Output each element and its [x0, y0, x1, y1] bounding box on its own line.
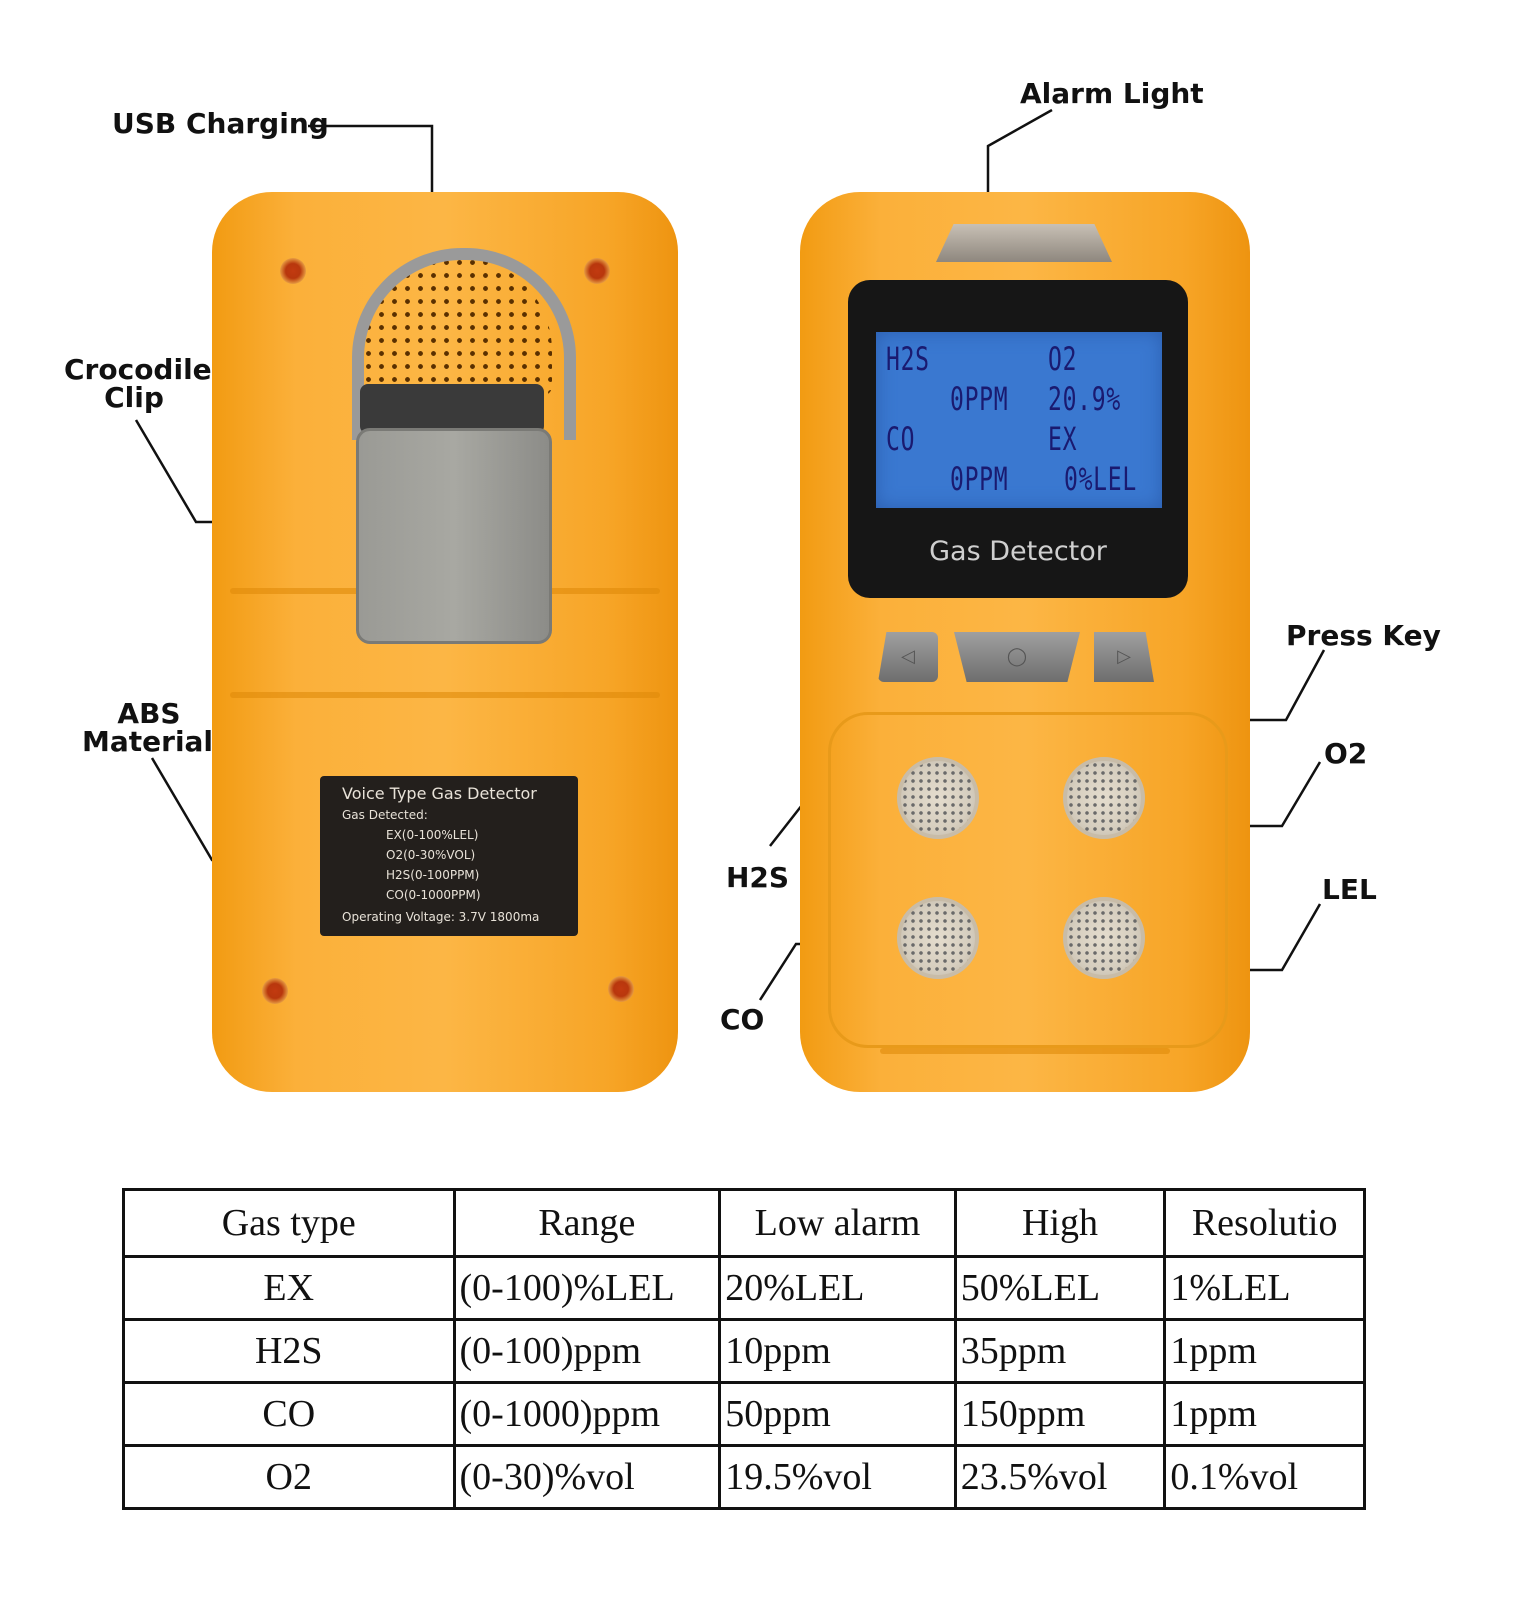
- label-title: Voice Type Gas Detector: [342, 784, 537, 803]
- table-header-row: Gas type Range Low alarm High Resolutio: [122, 1188, 1366, 1258]
- callout-abs-line1: ABS: [117, 697, 181, 730]
- lcd-co-value: 0PPM: [950, 460, 1009, 498]
- screw-icon: [280, 258, 306, 284]
- callout-crocodile-clip: Crocodile Clip: [64, 353, 212, 414]
- table-row: CO (0-1000)ppm 50ppm 150ppm 1ppm: [122, 1381, 1366, 1447]
- table-cell: EX: [122, 1255, 456, 1321]
- table-cell: (0-100)%LEL: [452, 1255, 722, 1321]
- sensor-h2s: [897, 757, 979, 839]
- screen-bezel: H2S O2 0PPM 20.9% CO EX 0PPM 0%LEL Gas D…: [848, 280, 1188, 598]
- col-header: Range: [452, 1188, 722, 1258]
- table-cell: 20%LEL: [718, 1255, 957, 1321]
- table-cell: (0-1000)ppm: [452, 1381, 722, 1447]
- table-cell: CO: [122, 1381, 456, 1447]
- label-line: H2S(0-100PPM): [386, 868, 480, 882]
- callout-usb-charging: USB Charging: [112, 107, 329, 140]
- label-line: CO(0-1000PPM): [386, 888, 481, 902]
- table-cell: 50ppm: [718, 1381, 957, 1447]
- table-cell: 35ppm: [953, 1318, 1167, 1384]
- sensor-o2: [1063, 757, 1145, 839]
- alarm-light: [936, 224, 1112, 262]
- lcd-ex-label: EX: [1048, 420, 1078, 458]
- lcd-co-label: CO: [886, 420, 916, 458]
- lcd-ex-value: 0%LEL: [1064, 460, 1137, 498]
- label-line: O2(0-30%VOL): [386, 848, 476, 862]
- callout-co: CO: [720, 1003, 765, 1036]
- crocodile-clip[interactable]: [356, 428, 552, 644]
- table-cell: O2: [122, 1444, 456, 1510]
- table-row: EX (0-100)%LEL 20%LEL 50%LEL 1%LEL: [122, 1255, 1366, 1321]
- power-icon: ◯: [1006, 646, 1028, 666]
- table-cell: 0.1%vol: [1163, 1444, 1366, 1510]
- table-row: H2S (0-100)ppm 10ppm 35ppm 1ppm: [122, 1318, 1366, 1384]
- table-cell: H2S: [122, 1318, 456, 1384]
- screw-icon: [584, 258, 610, 284]
- col-header: Low alarm: [718, 1188, 957, 1258]
- label-gas-detected: Gas Detected:: [342, 808, 428, 822]
- callout-alarm-light: Alarm Light: [1020, 77, 1204, 110]
- table-cell: 50%LEL: [953, 1255, 1167, 1321]
- lcd-h2s-label: H2S: [886, 340, 930, 378]
- table-cell: 1%LEL: [1163, 1255, 1366, 1321]
- label-voltage: Operating Voltage: 3.7V 1800ma: [342, 910, 540, 924]
- left-key[interactable]: ◁: [878, 632, 938, 682]
- spec-label-plate: Voice Type Gas Detector Gas Detected: EX…: [320, 776, 578, 936]
- sensor-co: [897, 897, 979, 979]
- callout-crocodile-line2: Clip: [104, 381, 164, 414]
- callout-lel: LEL: [1322, 873, 1377, 906]
- detector-back: Voice Type Gas Detector Gas Detected: EX…: [212, 192, 678, 1092]
- table-cell: 19.5%vol: [718, 1444, 957, 1510]
- lcd-o2-label: O2: [1048, 340, 1078, 378]
- body-groove: [880, 1048, 1170, 1054]
- callout-abs-materials: ABS Materials: [82, 697, 230, 758]
- label-line: EX(0-100%LEL): [386, 828, 479, 842]
- right-arrow-icon: ▷: [1117, 646, 1131, 666]
- left-arrow-icon: ◁: [901, 646, 915, 666]
- table-cell: (0-30)%vol: [452, 1444, 722, 1510]
- callout-h2s: H2S: [726, 861, 790, 894]
- lcd-h2s-value: 0PPM: [950, 380, 1009, 418]
- power-key[interactable]: ◯: [954, 632, 1080, 682]
- col-header: High: [953, 1188, 1167, 1258]
- table-cell: (0-100)ppm: [452, 1318, 722, 1384]
- screw-icon: [608, 976, 634, 1002]
- clip-hinge: [360, 384, 544, 434]
- right-key[interactable]: ▷: [1094, 632, 1154, 682]
- col-header: Gas type: [122, 1188, 456, 1258]
- lcd-display: H2S O2 0PPM 20.9% CO EX 0PPM 0%LEL: [876, 332, 1162, 508]
- detector-front: H2S O2 0PPM 20.9% CO EX 0PPM 0%LEL Gas D…: [800, 192, 1250, 1092]
- table-cell: 23.5%vol: [953, 1444, 1167, 1510]
- table-cell: 10ppm: [718, 1318, 957, 1384]
- callout-abs-line2: Materials: [82, 725, 230, 758]
- sensor-panel: [828, 712, 1228, 1048]
- table-cell: 150ppm: [953, 1381, 1167, 1447]
- sensor-lel: [1063, 897, 1145, 979]
- spec-table: Gas type Range Low alarm High Resolutio …: [122, 1188, 1366, 1510]
- body-groove: [230, 692, 660, 698]
- callout-o2: O2: [1324, 737, 1368, 770]
- table-cell: 1ppm: [1163, 1318, 1366, 1384]
- screw-icon: [262, 978, 288, 1004]
- brand-text: Gas Detector: [929, 536, 1107, 567]
- callout-crocodile-line1: Crocodile: [64, 353, 212, 386]
- table-cell: 1ppm: [1163, 1381, 1366, 1447]
- table-row: O2 (0-30)%vol 19.5%vol 23.5%vol 0.1%vol: [122, 1444, 1366, 1510]
- col-header: Resolutio: [1163, 1188, 1366, 1258]
- lcd-o2-value: 20.9%: [1048, 380, 1121, 418]
- callout-press-key: Press Key: [1286, 619, 1441, 652]
